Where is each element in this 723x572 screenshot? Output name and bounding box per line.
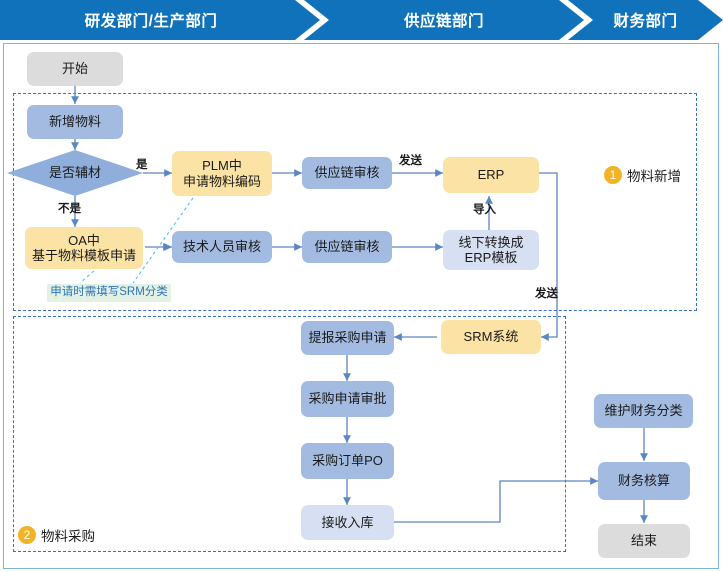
node-submit-purchase-request[interactable]: 提报采购申请 — [301, 321, 394, 355]
node-supply-chain-review-top-label: 供应链审核 — [314, 165, 380, 181]
edge-label-send-to-srm: 发送 — [535, 288, 558, 300]
node-srm-system-label: SRM系统 — [463, 329, 519, 345]
edge-label-import: 导入 — [473, 204, 496, 216]
node-is-auxiliary-material-label: 是否辅材 — [48, 165, 101, 181]
node-plm-apply-line1: PLM中 — [202, 158, 242, 174]
node-receive-into-stock-label: 接收入库 — [321, 514, 374, 530]
banner-segment-rnd-production: 研发部门/生产部门 — [0, 0, 320, 40]
node-add-material[interactable]: 新增物料 — [27, 105, 123, 139]
node-purchase-order-po-label: 采购订单PO — [312, 453, 383, 469]
legend-material-procurement: 2 物料采购 — [18, 525, 95, 545]
node-oa-apply-from-template[interactable]: OA中 基于物料模板申请 — [25, 227, 143, 269]
node-maintain-finance-category-label: 维护财务分类 — [604, 403, 683, 419]
node-financial-accounting[interactable]: 财务核算 — [598, 462, 690, 500]
node-submit-purchase-request-label: 提报采购申请 — [308, 330, 387, 346]
note-srm-classification: 申请时需填写SRM分类 — [47, 284, 171, 302]
node-financial-accounting-label: 财务核算 — [617, 473, 670, 489]
legend-badge-2: 2 — [18, 526, 36, 544]
node-technical-staff-review-label: 技术人员审核 — [182, 239, 261, 255]
node-purchase-request-approval[interactable]: 采购申请审批 — [301, 381, 394, 417]
legend-badge-1: 1 — [604, 166, 622, 184]
legend-label-2: 物料采购 — [41, 529, 95, 544]
node-maintain-finance-category[interactable]: 维护财务分类 — [594, 394, 693, 428]
node-plm-apply-material-code[interactable]: PLM中 申请物料编码 — [172, 151, 272, 196]
node-technical-staff-review[interactable]: 技术人员审核 — [172, 231, 272, 263]
node-offline-convert-line1: 线下转换成 — [458, 234, 524, 250]
node-end-label: 结束 — [630, 533, 657, 549]
node-start-label: 开始 — [61, 61, 88, 77]
section-box-material-procurement — [13, 316, 566, 552]
node-start[interactable]: 开始 — [27, 52, 123, 86]
node-oa-apply-line1: OA中 — [68, 232, 100, 248]
node-supply-chain-review-top[interactable]: 供应链审核 — [302, 157, 392, 189]
edge-label-yes: 是 — [136, 159, 148, 171]
node-is-auxiliary-material[interactable]: 是否辅材 — [7, 150, 143, 196]
edge-label-send-to-erp: 发送 — [399, 155, 422, 167]
node-supply-chain-review-bottom-label: 供应链审核 — [314, 239, 380, 255]
node-erp[interactable]: ERP — [443, 157, 539, 193]
node-supply-chain-review-bottom[interactable]: 供应链审核 — [302, 231, 392, 263]
node-offline-convert-line2: ERP模板 — [464, 250, 518, 265]
banner-label-rnd-production: 研发部门/生产部门 — [84, 13, 218, 30]
node-add-material-label: 新增物料 — [48, 114, 101, 130]
department-banner: 研发部门/生产部门 供应链部门 财务部门 — [0, 0, 723, 40]
node-plm-apply-line2: 申请物料编码 — [182, 173, 261, 189]
edge-label-no: 不是 — [58, 203, 81, 215]
node-erp-label: ERP — [477, 167, 505, 183]
node-srm-system[interactable]: SRM系统 — [441, 320, 541, 354]
node-purchase-order-po[interactable]: 采购订单PO — [301, 443, 394, 479]
legend-material-creation: 1 物料新增 — [604, 165, 681, 185]
node-end[interactable]: 结束 — [598, 524, 690, 558]
legend-label-1: 物料新增 — [627, 169, 681, 184]
node-offline-convert-erp-template[interactable]: 线下转换成 ERP模板 — [443, 230, 539, 270]
banner-segment-finance: 财务部门 — [568, 0, 723, 40]
node-purchase-request-approval-label: 采购申请审批 — [308, 391, 387, 407]
banner-label-supply-chain: 供应链部门 — [403, 13, 484, 30]
node-receive-into-stock[interactable]: 接收入库 — [301, 505, 394, 540]
node-oa-apply-line2: 基于物料模板申请 — [31, 248, 136, 263]
banner-segment-supply-chain: 供应链部门 — [304, 0, 584, 40]
note-srm-classification-label: 申请时需填写SRM分类 — [50, 286, 168, 299]
banner-label-finance: 财务部门 — [613, 13, 678, 30]
section-box-material-creation — [13, 93, 697, 311]
